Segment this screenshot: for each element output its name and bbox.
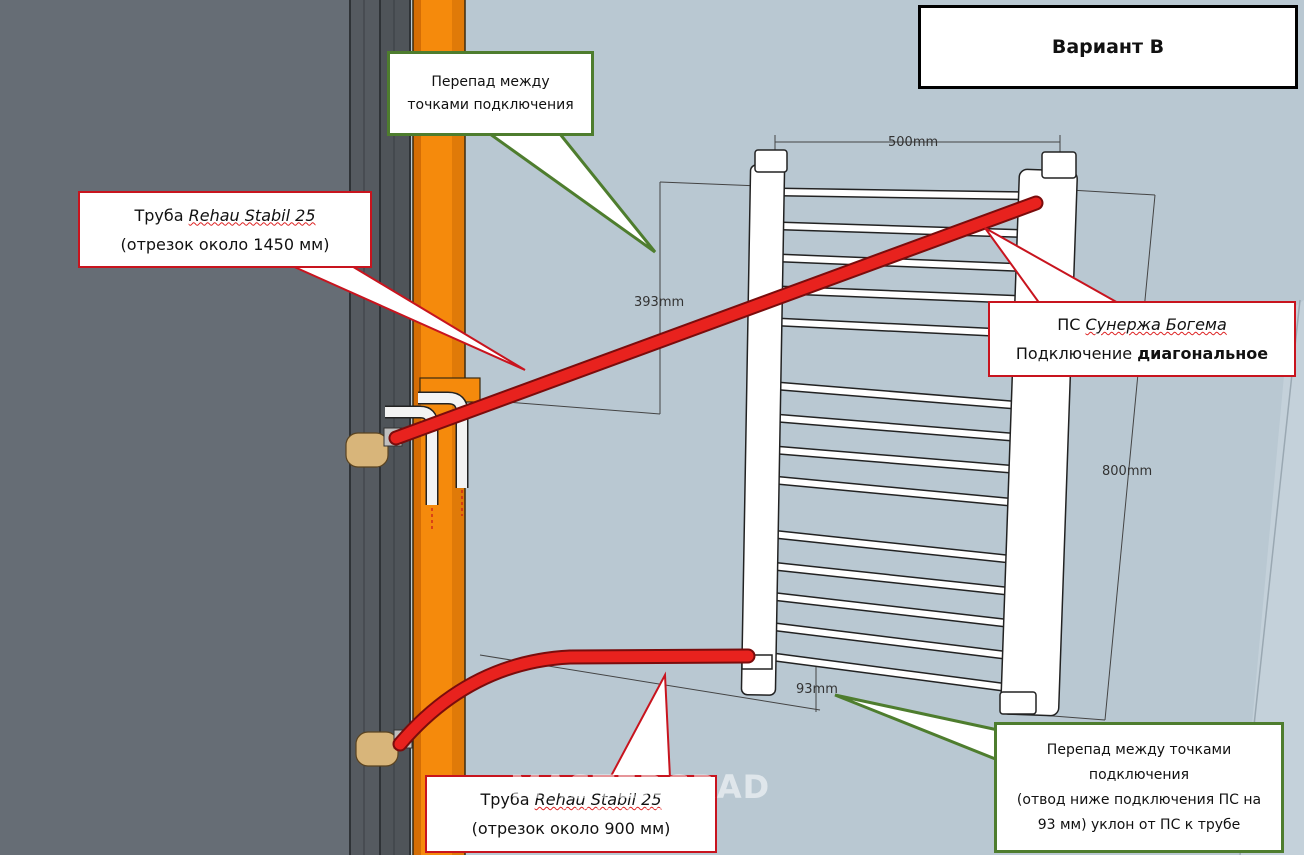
dim-width-label: 500mm	[888, 135, 938, 150]
red-pipe-bottom	[392, 648, 756, 752]
callout-radiator: ПС Сунержа Богема Подключение диагональн…	[988, 301, 1296, 377]
callout-pipe-top: Труба Rehau Stabil 25 (отрезок около 145…	[78, 191, 372, 268]
callout-drop-top: Перепад между точками подключения	[387, 51, 594, 136]
callout-drop-bottom-line2: подключения	[1088, 766, 1190, 783]
title-text: Вариант В	[1051, 36, 1165, 58]
callout-drop-bottom-line4: 93 мм) уклон от ПС к трубе	[1037, 816, 1241, 833]
callout-pipe-bottom: Труба Rehau Stabil 25 (отрезок около 900…	[425, 775, 717, 853]
title-box: Вариант В	[918, 5, 1298, 89]
wall-trim-outer	[350, 0, 380, 855]
dim-drop-bottom-label: 93mm	[796, 682, 838, 697]
callout-drop-bottom: Перепад между точками подключения (отвод…	[994, 722, 1284, 853]
red-pipe-top	[388, 195, 1044, 446]
callout-drop-top-line1: Перепад между	[431, 73, 550, 90]
watermark-logo: MASTERGRAD	[510, 768, 771, 806]
callout-drop-bottom-line3: (отвод ниже подключения ПС на	[1016, 791, 1262, 808]
callout-pipe-bottom-line2: (отрезок около 900 мм)	[471, 819, 671, 838]
callout-radiator-line2-bold: диагональное	[1137, 344, 1269, 363]
corner-wall	[1240, 300, 1304, 855]
callout-drop-top-line2: точками подключения	[407, 96, 574, 113]
callout-radiator-brand: Сунержа Богема	[1085, 315, 1227, 334]
callout-radiator-line2-prefix: Подключение	[1015, 344, 1138, 363]
callout-radiator-prefix: ПС	[1057, 315, 1086, 334]
dim-height-label: 800mm	[1102, 464, 1152, 479]
callout-pipe-top-prefix: Труба	[134, 205, 189, 225]
callout-pipe-bottom-brand: Rehau Stabil 25	[534, 790, 662, 809]
side-wall	[0, 0, 350, 855]
callout-pipe-bottom-prefix: Труба	[480, 790, 535, 809]
callout-pipe-top-line2: (отрезок около 1450 мм)	[120, 234, 330, 254]
callout-pipe-top-brand: Rehau Stabil 25	[188, 205, 316, 225]
callout-drop-bottom-line1: Перепад между точками	[1046, 741, 1232, 758]
dim-drop-top-label: 393mm	[634, 295, 684, 310]
watermark-subtitle: ГОРОД МАСТЕРОВ	[562, 806, 704, 820]
